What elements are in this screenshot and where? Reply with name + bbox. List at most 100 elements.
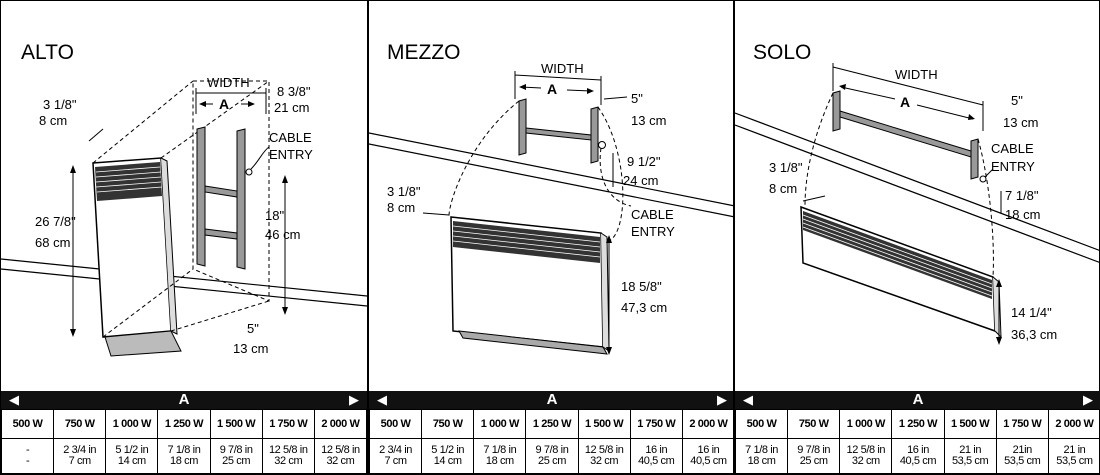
dim-inch: 5" — [1011, 93, 1023, 108]
a-dimension-bar: ◀ A ▶ — [1, 391, 367, 409]
arrow-right-icon: ▶ — [717, 392, 727, 407]
alto-drawing: ALTO CABLE ENTRY — [1, 41, 367, 357]
heater-side — [160, 157, 178, 335]
dim-cm: 13 cm — [1003, 115, 1038, 130]
solo-spec-table: 500 W 750 W 1 000 W 1 250 W 1 500 W 1 75… — [734, 409, 1100, 475]
a-label: A — [900, 94, 910, 110]
width-label: WIDTH — [207, 75, 250, 90]
dim-inch: 5" — [247, 321, 259, 336]
dim-cm: 68 cm — [35, 235, 70, 250]
dim-cm: 24 cm — [623, 173, 658, 188]
arrow-right-icon: ▶ — [1083, 392, 1093, 407]
cable-entry-label: CABLE — [631, 207, 674, 222]
panel-title: MEZZO — [387, 41, 461, 64]
wattage-header: 750 W — [421, 409, 475, 439]
dim-inch: 9 1/2" — [627, 154, 661, 169]
cable-entry-icon — [245, 168, 253, 176]
floor-line — [369, 132, 735, 218]
panel-solo: SOLO WIDTH A 5" 13 cm CABLE ENTRY 7 1/8"… — [733, 1, 1100, 475]
dim-inch: 3 1/8" — [769, 160, 803, 175]
cable-entry-label: ENTRY — [269, 147, 313, 162]
wattage-header: 500 W — [0, 409, 55, 439]
a-dimension-bar: ◀ A ▶ — [735, 391, 1100, 409]
panel-alto: ALTO CABLE ENTRY — [0, 1, 368, 475]
arrow-right-icon: ▶ — [349, 392, 359, 407]
wattage-header: 2 000 W — [1047, 409, 1100, 439]
cable-entry-label: CABLE — [991, 141, 1034, 156]
wattage-header: 1 500 W — [943, 409, 997, 439]
a-column-label: A — [178, 391, 190, 408]
arrow-left-icon: ◀ — [743, 392, 753, 407]
wattage-header: 1 750 W — [995, 409, 1049, 439]
dim-cm: 21 cm — [274, 100, 309, 115]
wall-bracket — [832, 90, 979, 180]
wattage-header: 1 750 W — [261, 409, 315, 439]
heater-grille — [803, 211, 992, 299]
mezzo-spec-table: 500 W 750 W 1 000 W 1 250 W 1 500 W 1 75… — [368, 409, 736, 475]
dim-inch: 14 1/4" — [1011, 305, 1052, 320]
heater-feet — [104, 330, 182, 357]
cable-entry-label: CABLE — [269, 130, 312, 145]
dim-inch: 5" — [631, 91, 643, 106]
solo-drawing: SOLO WIDTH A 5" 13 cm CABLE ENTRY 7 1/8"… — [735, 41, 1100, 345]
panel-title: ALTO — [21, 41, 74, 64]
wall-bracket — [518, 98, 599, 164]
a-dimension-bar: ◀ A ▶ — [369, 391, 735, 409]
cable-entry-label: ENTRY — [631, 224, 675, 239]
wattage-header: 750 W — [787, 409, 841, 439]
floor-line — [735, 112, 1100, 264]
dim-cm: 13 cm — [631, 113, 666, 128]
dim-cm: 8 cm — [39, 113, 67, 128]
dim-cm: 8 cm — [769, 181, 797, 196]
width-label: WIDTH — [895, 67, 938, 82]
wattage-header: 500 W — [368, 409, 423, 439]
wattage-header: 1 500 W — [577, 409, 631, 439]
wall-bracket — [196, 126, 246, 270]
wattage-header: 500 W — [734, 409, 789, 439]
wattage-header: 1 250 W — [157, 409, 211, 439]
wall-outline — [192, 80, 270, 302]
arrow-left-icon: ◀ — [377, 392, 387, 407]
spec-cell: -- — [0, 437, 55, 475]
wattage-header: 750 W — [53, 409, 107, 439]
dim-inch: 7 1/8" — [1005, 188, 1039, 203]
dim-inch: 8 3/8" — [277, 84, 311, 99]
cable-entry-label: ENTRY — [991, 159, 1035, 174]
wattage-header: 2 000 W — [681, 409, 736, 439]
dim-cm: 18 cm — [1005, 207, 1040, 222]
dim-inch: 3 1/8" — [43, 97, 77, 112]
a-column-label: A — [912, 391, 924, 408]
wattage-header: 1 000 W — [105, 409, 159, 439]
cable-entry-icon — [979, 175, 987, 183]
cable-entry-icon — [598, 141, 606, 149]
a-label: A — [219, 96, 229, 112]
dim-inch: 18 5/8" — [621, 279, 662, 294]
dim-inch: 18" — [265, 208, 284, 223]
dim-inch: 26 7/8" — [35, 214, 76, 229]
dim-cm: 47,3 cm — [621, 300, 667, 315]
panel-mezzo: MEZZO WIDTH A 5" 13 cm 9 1/2" 24 cm — [367, 1, 736, 475]
panel-title: SOLO — [753, 41, 811, 64]
wattage-header: 1 250 W — [891, 409, 945, 439]
dim-cm: 36,3 cm — [1011, 327, 1057, 342]
wattage-header: 2 000 W — [313, 409, 368, 439]
alto-spec-table: 500 W 750 W 1 000 W 1 250 W 1 500 W 1 75… — [0, 409, 368, 475]
